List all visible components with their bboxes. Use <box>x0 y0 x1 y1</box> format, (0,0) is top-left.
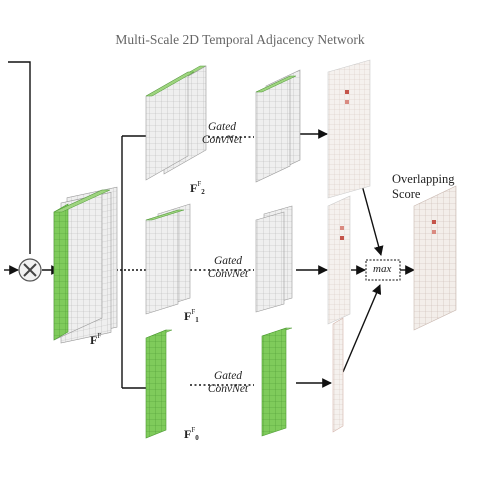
feature-block-f1 <box>145 203 191 315</box>
gated-output-block-2 <box>255 69 301 183</box>
arrow-map0-to-max <box>342 284 382 373</box>
score-text: Score <box>392 187 421 201</box>
f-base: F <box>184 427 192 441</box>
temporal-map-1 <box>327 195 351 325</box>
diagram-title: Multi-Scale 2D Temporal Adjacency Networ… <box>115 32 365 47</box>
feature-block-f0 <box>145 329 173 439</box>
feature-block-ff <box>53 186 118 344</box>
gated-label-top: Gated <box>213 370 243 382</box>
label-f2: FF2 <box>190 180 205 196</box>
label-f1: FF1 <box>184 308 199 324</box>
f-sup: F <box>191 308 196 316</box>
convnet-label-bottom: ConvNet <box>207 268 249 280</box>
gated-output-block-0 <box>261 327 293 437</box>
f-sub: 2 <box>201 188 205 196</box>
f-base: F <box>184 309 192 323</box>
overlapping-score-map <box>413 185 457 331</box>
f-sup: F <box>191 426 196 434</box>
f-base: F <box>190 181 198 195</box>
temporal-map-2 <box>327 59 371 199</box>
f-sub: 0 <box>195 434 199 442</box>
feature-block-f2 <box>145 65 207 181</box>
max-box <box>365 259 401 281</box>
multiply-node <box>18 258 42 282</box>
input-line-top <box>8 61 31 254</box>
label-f0: FF0 <box>184 426 199 442</box>
gated-convnet-label-0: Gated ConvNet <box>198 370 258 396</box>
temporal-map-0 <box>332 317 344 433</box>
max-label: max <box>373 263 392 275</box>
f-sup: F <box>197 180 202 188</box>
gated-convnet-label-2: Gated ConvNet <box>192 121 252 147</box>
overlapping-score-label: Overlapping Score <box>392 172 454 202</box>
f-sup: F <box>97 332 102 340</box>
label-f-full: FF <box>90 332 101 348</box>
overlapping-text: Overlapping <box>392 172 455 186</box>
convnet-label-bottom: ConvNet <box>207 383 249 395</box>
gated-convnet-label-1: Gated ConvNet <box>198 255 258 281</box>
connector-lines <box>4 61 415 389</box>
gated-label-top: Gated <box>213 255 243 267</box>
convnet-label-bottom: ConvNet <box>201 134 243 146</box>
gated-label-top: Gated <box>207 121 237 133</box>
f-base: F <box>90 333 98 347</box>
gated-output-block-1 <box>255 205 293 313</box>
f-sub: 1 <box>195 316 199 324</box>
